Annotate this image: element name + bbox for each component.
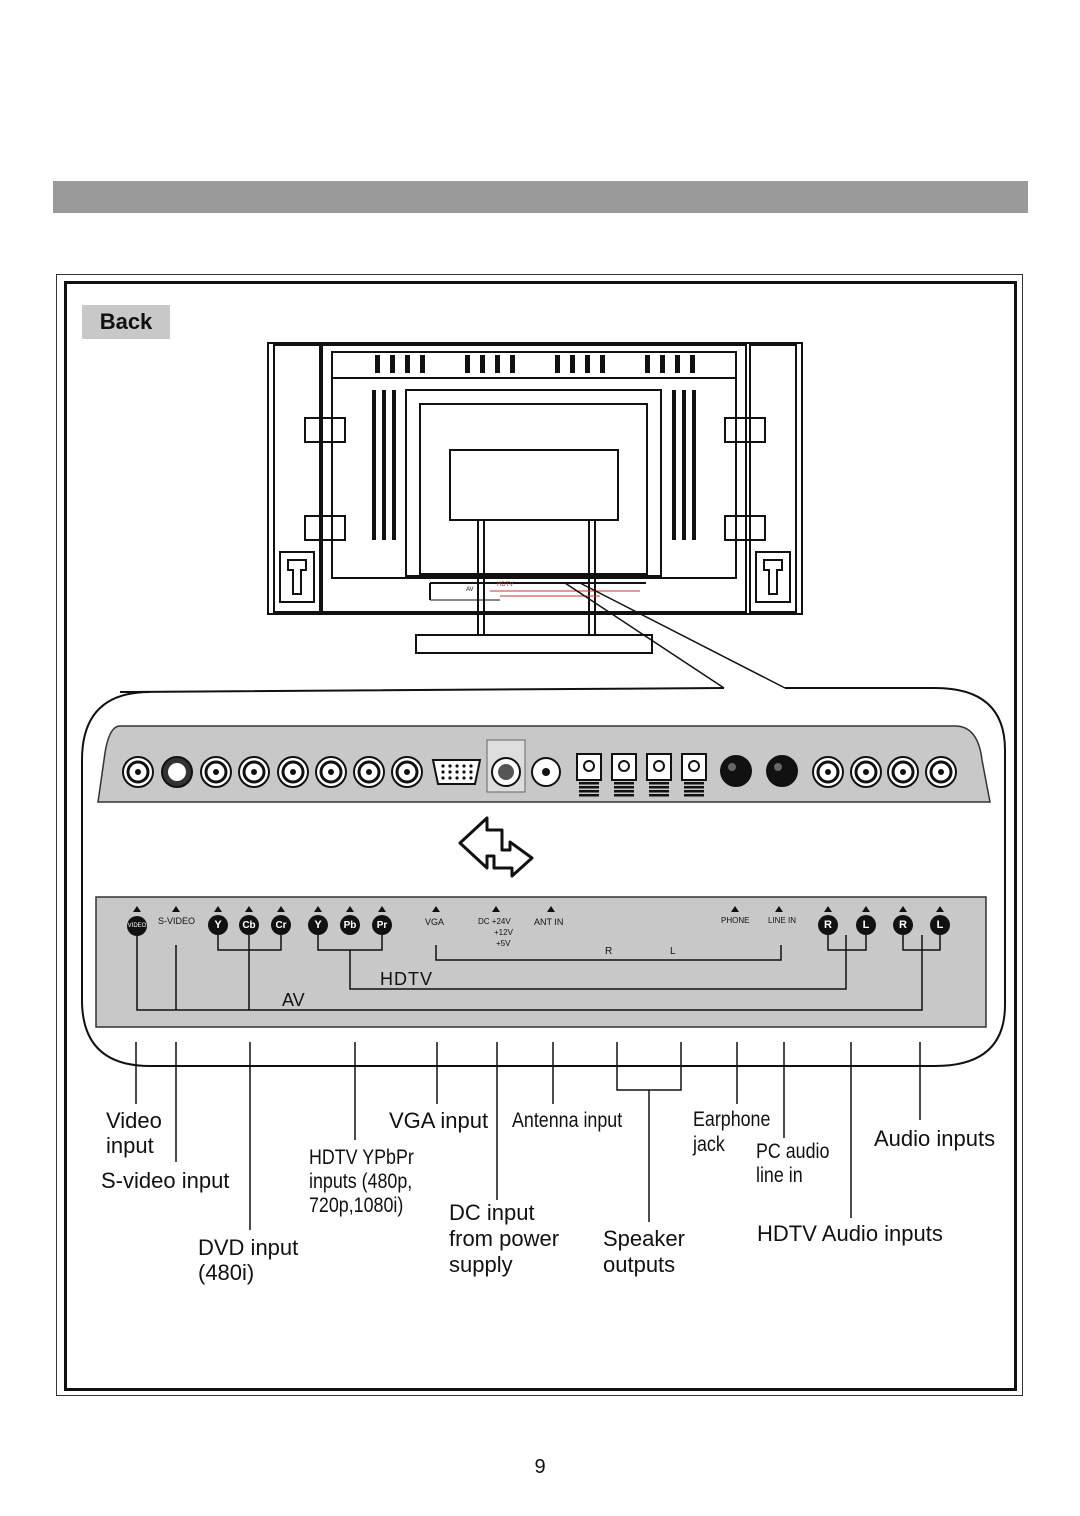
- antenna-jack: [531, 757, 561, 787]
- pc-audio-jack: [766, 755, 798, 787]
- pointer-marker: [731, 906, 739, 912]
- pointer-marker: [432, 906, 440, 912]
- earphone-jack-callout: Earphone jack: [693, 1108, 771, 1156]
- speaker-terminal: [646, 753, 672, 797]
- pointer-marker: [346, 906, 354, 912]
- audio-inputs-callout: Audio inputs: [874, 1126, 996, 1151]
- pointer-marker: [775, 906, 783, 912]
- vga-input-callout: VGA input: [389, 1108, 489, 1133]
- cr-jack-label: Cr: [271, 915, 291, 935]
- hdtv-group-label: HDTV: [380, 969, 433, 989]
- rca-jack: [925, 756, 957, 788]
- page-number: 9: [534, 1456, 546, 1478]
- pointer-marker: [824, 906, 832, 912]
- svideo-input-callout: S-video input: [101, 1168, 230, 1193]
- speaker-r-label: R: [605, 946, 613, 957]
- hdtv-audio-inputs-callout: HDTV Audio inputs: [757, 1221, 943, 1246]
- video-jack-label: VIDEO: [127, 916, 147, 936]
- vga-jack-label: VGA: [425, 917, 445, 927]
- rca-jack: [887, 756, 919, 788]
- figure-frame-outer: [56, 274, 1023, 1396]
- back-label: Back: [82, 305, 170, 339]
- pointer-marker: [214, 906, 222, 912]
- dc-input-callout: DC input from power supply: [449, 1200, 560, 1277]
- ant-in-label: ANT IN: [534, 917, 564, 927]
- cb-jack-label: Cb: [239, 915, 259, 935]
- dc-24-label: DC +24V: [478, 917, 511, 926]
- tv-back-illustration: [267, 342, 803, 654]
- dc-12-label: +12V: [494, 928, 513, 937]
- rca-jack: [277, 756, 309, 788]
- hdtv-ypbpr-callout: HDTV YPbPr inputs (480p, 720p,1080i): [309, 1146, 414, 1217]
- rca-jack: [200, 756, 232, 788]
- pointer-marker: [172, 906, 180, 912]
- rca-jack: [391, 756, 423, 788]
- pr-jack-label: Pr: [372, 915, 392, 935]
- pointer-marker: [936, 906, 944, 912]
- section-header-bar: [53, 181, 1028, 213]
- dvd-input-callout: DVD input (480i): [198, 1235, 299, 1285]
- video-input-callout: Video input: [106, 1108, 162, 1158]
- pointer-marker: [378, 906, 386, 912]
- speaker-terminal: [611, 753, 637, 797]
- vga-port: [431, 759, 482, 785]
- dc-power-jack: [486, 739, 526, 793]
- rca-jack: [238, 756, 270, 788]
- pc-audio-callout: PC audio line in: [756, 1140, 830, 1187]
- earphone-jack: [720, 755, 752, 787]
- rca-jack: [315, 756, 347, 788]
- phone-label: PHONE: [721, 916, 750, 925]
- speaker-outputs-callout: Speaker outputs: [603, 1226, 685, 1277]
- pointer-marker: [492, 906, 500, 912]
- pointer-marker: [133, 906, 141, 912]
- rca-jack: [812, 756, 844, 788]
- speaker-terminal: [576, 753, 602, 797]
- pointer-marker: [277, 906, 285, 912]
- hdtv-audio-r-label: R: [893, 915, 913, 935]
- pb-jack-label: Pb: [340, 915, 360, 935]
- speaker-terminal: [681, 753, 707, 797]
- zoom-arrow-icon: [458, 816, 534, 878]
- rca-jack: [850, 756, 882, 788]
- pointer-marker: [862, 906, 870, 912]
- audio-l-label: L: [856, 915, 876, 935]
- hdtv-audio-l-label: L: [930, 915, 950, 935]
- rca-jack: [122, 756, 154, 788]
- pointer-marker: [314, 906, 322, 912]
- pointer-marker: [547, 906, 555, 912]
- line-in-label: LINE IN: [768, 916, 797, 925]
- speaker-l-label: L: [670, 946, 676, 957]
- av-group-label: AV: [282, 990, 305, 1010]
- dc-5-label: +5V: [496, 939, 511, 948]
- svideo-jack-label: S-VIDEO: [158, 916, 196, 926]
- figure-frame-inner: [64, 281, 1017, 1391]
- y-jack-label: Y: [208, 915, 228, 935]
- hdtv-y-jack-label: Y: [308, 915, 328, 935]
- tv-av-mini-label: AV: [466, 587, 474, 593]
- tv-hdtv-mini-label: HDTV: [497, 582, 514, 588]
- antenna-input-callout: Antenna input: [512, 1109, 623, 1132]
- svideo-jack: [161, 756, 193, 788]
- zoom-bubble: [81, 687, 1006, 1067]
- pointer-marker: [899, 906, 907, 912]
- audio-r-label: R: [818, 915, 838, 935]
- pointer-marker: [245, 906, 253, 912]
- rca-jack: [353, 756, 385, 788]
